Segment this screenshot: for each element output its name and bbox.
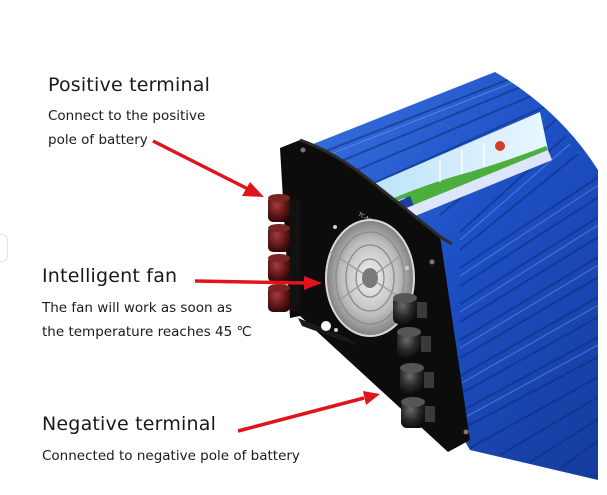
negative-terminal-desc-line1: Connected to negative pole of battery xyxy=(42,448,300,464)
heatsink-housing xyxy=(298,72,598,480)
negative-terminal-title: Negative terminal xyxy=(42,413,217,435)
positive-terminals xyxy=(268,194,300,312)
intelligent-fan-desc-line1: The fan will work as soon as xyxy=(42,300,233,316)
positive-terminal-title: Positive terminal xyxy=(48,74,211,96)
arrow-fan xyxy=(194,276,322,290)
positive-terminal-desc-line1: Connect to the positive xyxy=(48,108,206,124)
intelligent-fan-desc-line2: the temperature reaches 45 ℃ xyxy=(42,324,252,340)
carousel-edge-handle xyxy=(0,234,8,262)
intelligent-fan-title: Intelligent fan xyxy=(42,265,178,287)
solar-landscape-label xyxy=(360,112,552,232)
arrow-positive xyxy=(152,139,264,197)
fan-grille xyxy=(325,219,415,337)
positive-terminal-desc-line2: pole of battery xyxy=(48,132,148,148)
negative-terminals xyxy=(393,293,435,428)
arrow-negative xyxy=(237,391,380,433)
